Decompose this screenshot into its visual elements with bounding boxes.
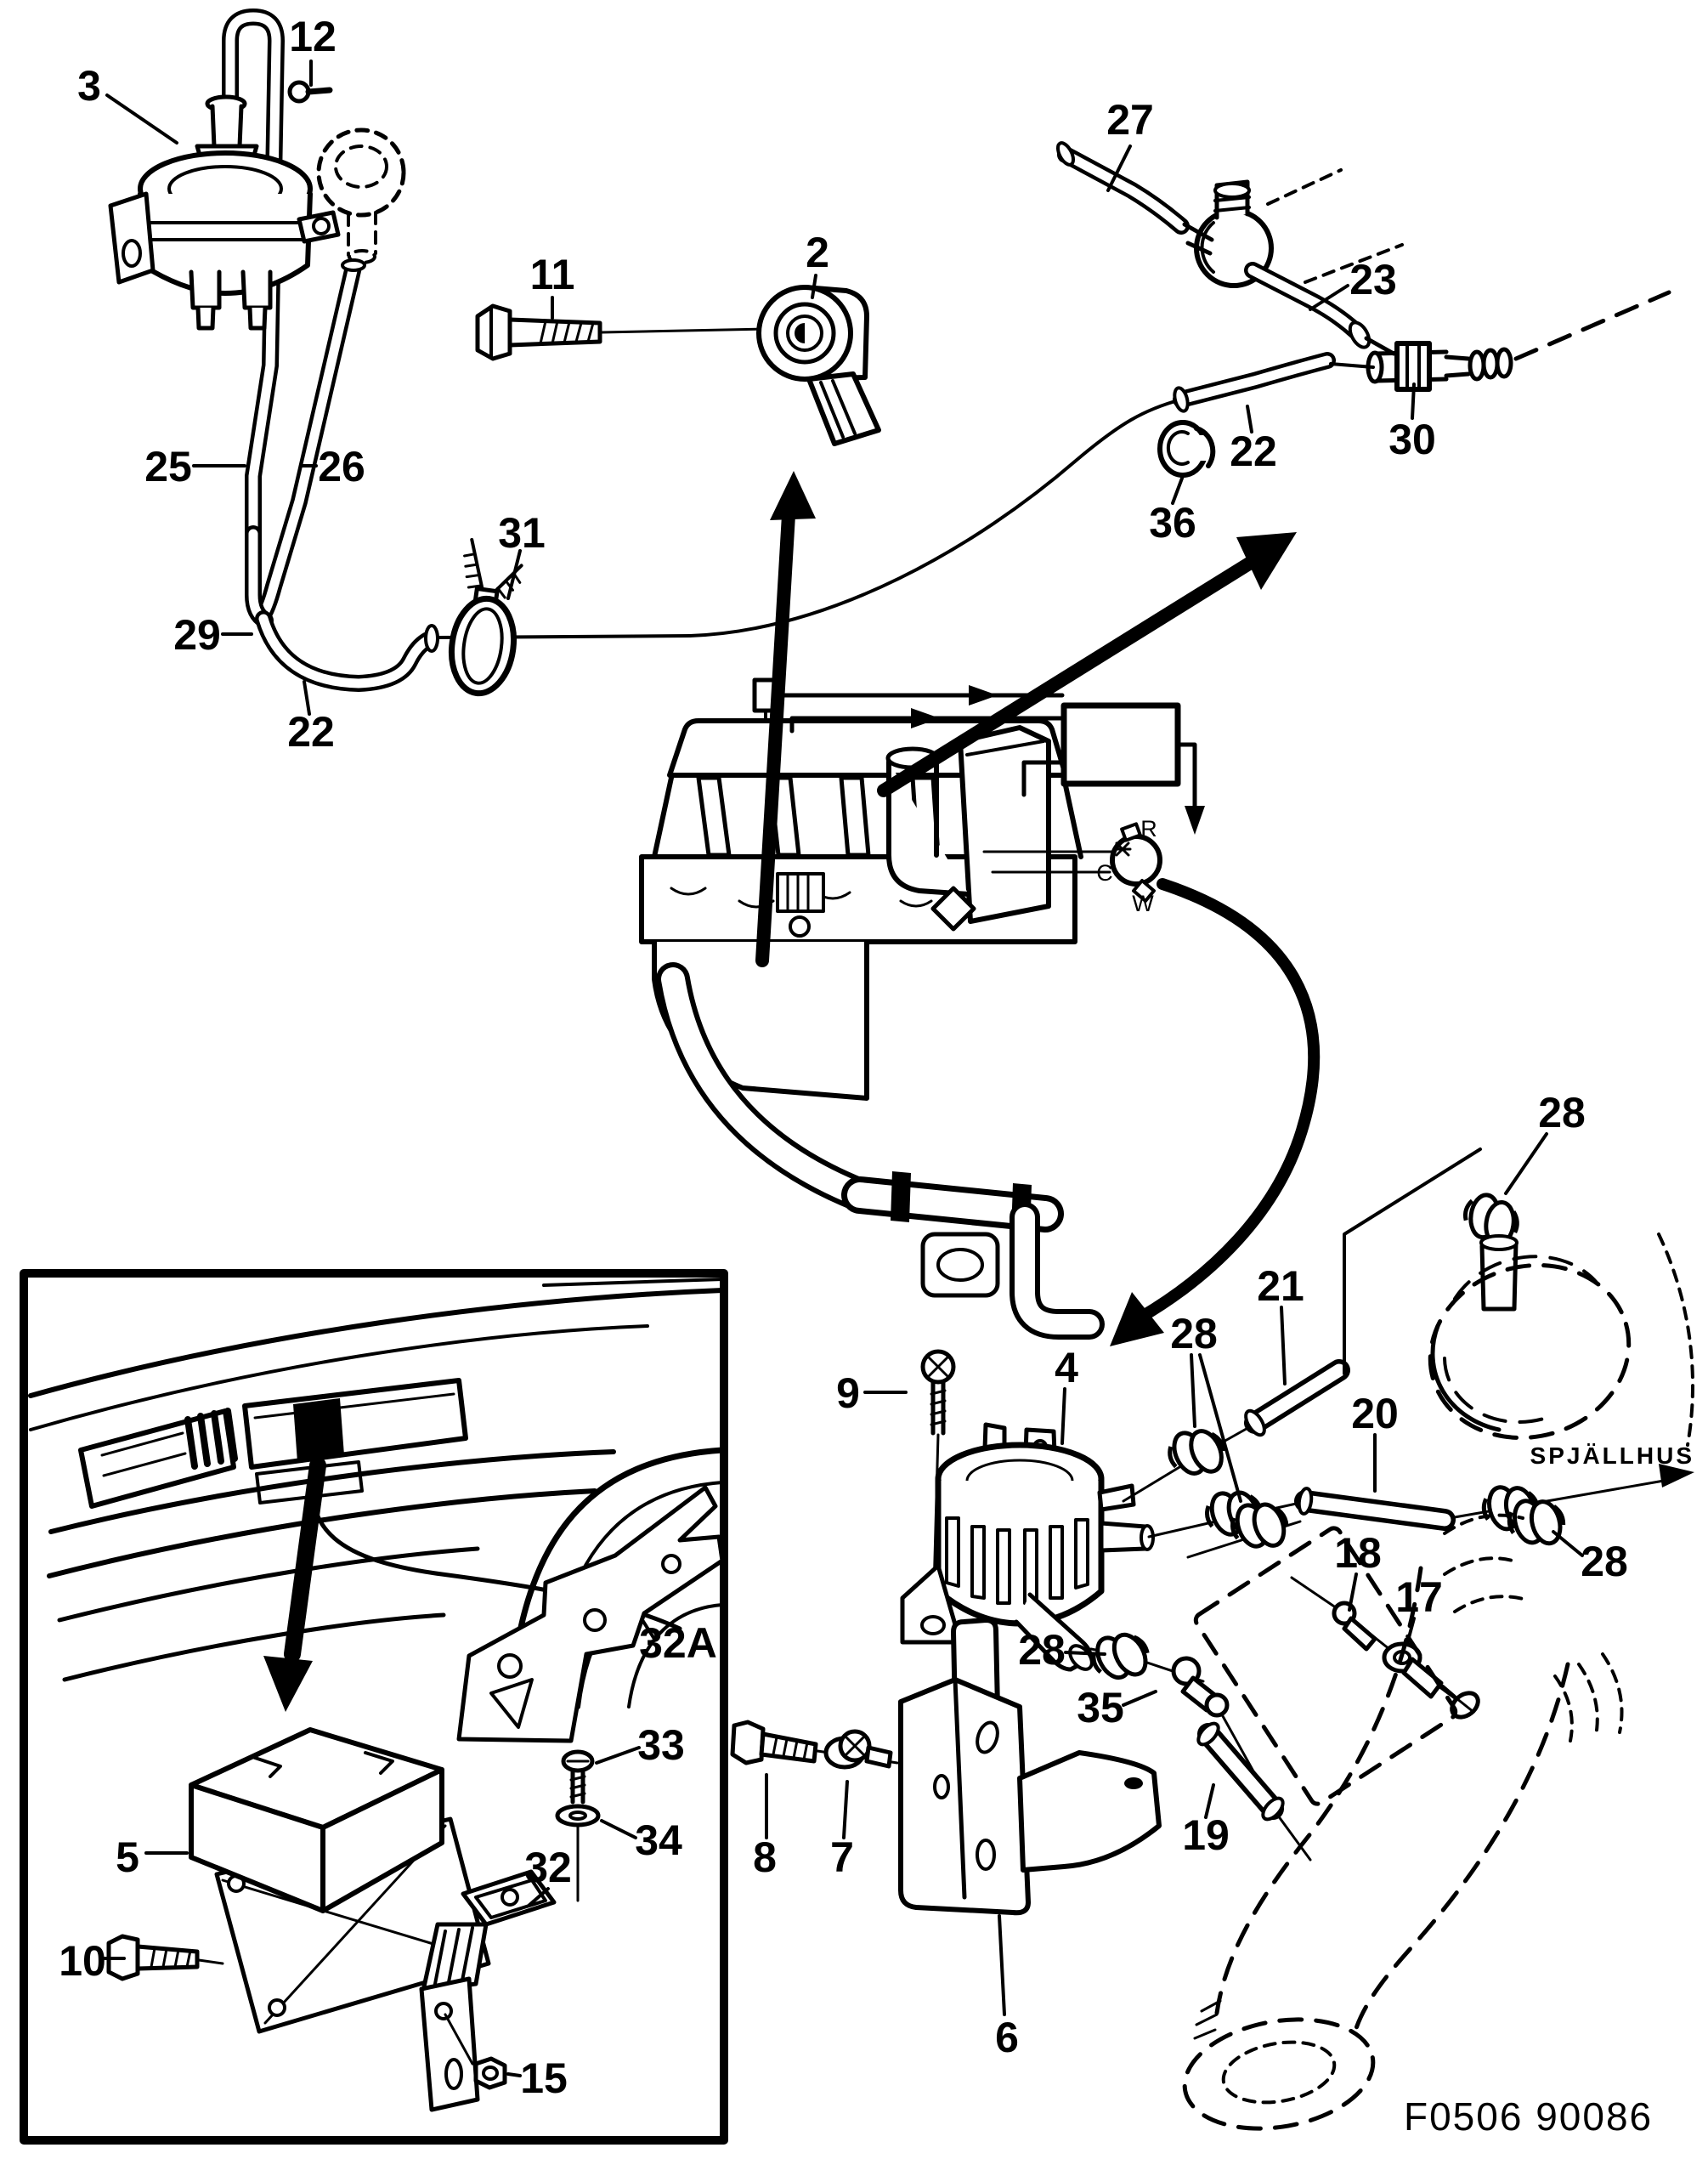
callout-23: 23: [1349, 256, 1397, 303]
screw-12: [287, 80, 333, 104]
callouts: 12 3 11 2 27 23 30 22 36 25 26 29 22 31 …: [59, 13, 1628, 2102]
callout-7: 7: [830, 1833, 854, 1881]
callout-34: 34: [635, 1816, 682, 1864]
callout-15: 15: [520, 2054, 568, 2102]
callout-28-top: 28: [1538, 1089, 1586, 1136]
tube-26-endcap: [341, 258, 366, 272]
inset-border: [20, 1269, 728, 2145]
purge-valve-4: [900, 1422, 1155, 1672]
bracket-assembly: [730, 1618, 1162, 1916]
callout-22-left: 22: [287, 708, 335, 756]
callout-8: 8: [753, 1833, 777, 1881]
t-connector-30: [1364, 290, 1671, 392]
bolt-10: [106, 1934, 224, 1981]
valve-35: [1171, 1656, 1230, 1718]
callout-35: 35: [1077, 1684, 1124, 1731]
callout-3: 3: [77, 62, 101, 110]
fitting-17: [1382, 1641, 1480, 1720]
knock-sensor-assembly: [475, 285, 881, 446]
bracket-32: [419, 1869, 557, 2112]
car-inset: [20, 1269, 728, 2145]
box-output-line: [1175, 742, 1197, 812]
shield-plate-32a: [456, 1485, 725, 1743]
arrow-up-to-knock-sensor: [755, 471, 816, 967]
connector-marker: [293, 1398, 344, 1462]
distributor-port-r: R: [1140, 816, 1157, 842]
fitting-18: [1332, 1601, 1377, 1652]
injector-detail: [776, 872, 825, 938]
arrow-to-purge-valve: [1110, 878, 1321, 1346]
callout-10: 10: [59, 1937, 106, 1985]
callout-25: 25: [144, 443, 192, 490]
callout-28-spjallhus: 28: [1581, 1538, 1628, 1585]
vacuum-canister-assembly: [108, 8, 692, 697]
knock-sensor-2: [756, 285, 881, 446]
callout-22-right: 22: [1230, 428, 1277, 475]
vent-line: [1343, 1148, 1482, 1375]
phantom-valve: [316, 128, 406, 264]
nut-15: [444, 2013, 507, 2090]
callout-30: 30: [1388, 416, 1436, 463]
callout-31: 31: [498, 509, 546, 557]
callout-21: 21: [1257, 1262, 1304, 1310]
hose-22-endcap: [424, 624, 439, 653]
callout-18: 18: [1334, 1529, 1382, 1577]
callout-4: 4: [1055, 1344, 1078, 1391]
callout-17: 17: [1395, 1573, 1443, 1621]
callout-9: 9: [836, 1369, 860, 1417]
car-front: [28, 1278, 726, 1709]
figure-code: F0506 90086: [1404, 2094, 1653, 2139]
distributor-port-w: W: [1132, 891, 1154, 916]
air-cleaner: [1428, 1234, 1632, 1440]
screw-33: [561, 1749, 595, 1902]
washer-34: [555, 1804, 601, 1828]
callout-32a: 32A: [639, 1619, 717, 1667]
intake-duct-phantom: [1182, 1232, 1695, 2131]
callout-26: 26: [318, 443, 365, 490]
small-canister: [920, 1232, 1000, 1298]
callout-12: 12: [289, 13, 337, 60]
cable-tie-31: [449, 538, 523, 697]
callout-27: 27: [1106, 96, 1154, 144]
callout-36: 36: [1149, 499, 1196, 547]
grille: [78, 1408, 236, 1509]
control-box: [1060, 702, 1181, 787]
bolt-11: [475, 303, 602, 361]
callout-28-mid: 28: [1170, 1310, 1218, 1357]
ecu-5: [189, 1727, 491, 2034]
spjallhus-arrowhead: [1659, 1464, 1694, 1488]
callout-19: 19: [1182, 1811, 1230, 1859]
bolt-axis-line: [600, 327, 766, 334]
callout-2: 2: [806, 229, 829, 276]
leader-lines: [102, 60, 1584, 2077]
purge-valve-assembly: [900, 1148, 1695, 2131]
phantom-plate: [1193, 1526, 1458, 1806]
arrow-to-vacuum-hoses: [877, 532, 1297, 797]
callout-11: 11: [530, 251, 575, 298]
distributor: R C W: [982, 816, 1162, 916]
vacuum-hose-assembly: [688, 141, 1671, 638]
callout-29: 29: [173, 611, 221, 659]
engine-schematic: R C W: [639, 471, 1321, 1346]
valve-mount-tab: [900, 1563, 963, 1645]
clip-36: [1157, 420, 1216, 478]
pressure-valve-3: [108, 94, 341, 331]
screw-7: [823, 1729, 893, 1770]
throttle-body-annotation: SPJÄLLHUS: [1530, 1442, 1694, 1469]
callout-28-bottom: 28: [1018, 1626, 1066, 1674]
callout-5: 5: [116, 1833, 139, 1881]
distributor-port-c: C: [1096, 860, 1113, 886]
hose-routing-line: [688, 398, 1183, 638]
hose-clamp-28-icon: [1086, 1624, 1155, 1691]
arrow-to-ecu: [263, 1457, 326, 1712]
callout-20: 20: [1351, 1390, 1399, 1437]
callout-32: 32: [524, 1844, 572, 1891]
headlight: [242, 1378, 468, 1470]
callout-33: 33: [637, 1721, 685, 1769]
bracket-6: [898, 1618, 1162, 1916]
callout-6: 6: [995, 2014, 1019, 2061]
